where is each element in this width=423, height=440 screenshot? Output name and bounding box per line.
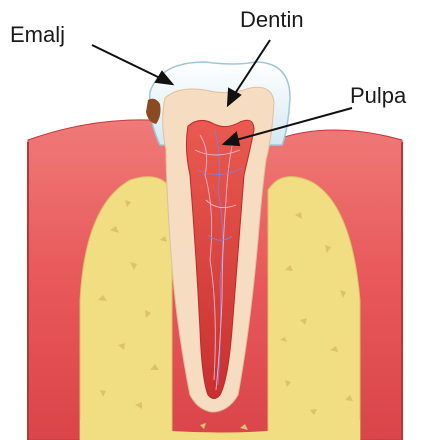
pointer-enamel: [92, 45, 160, 78]
label-enamel: Emalj: [10, 24, 65, 46]
label-dentin: Dentin: [240, 9, 304, 31]
label-pulp: Pulpa: [350, 85, 406, 107]
